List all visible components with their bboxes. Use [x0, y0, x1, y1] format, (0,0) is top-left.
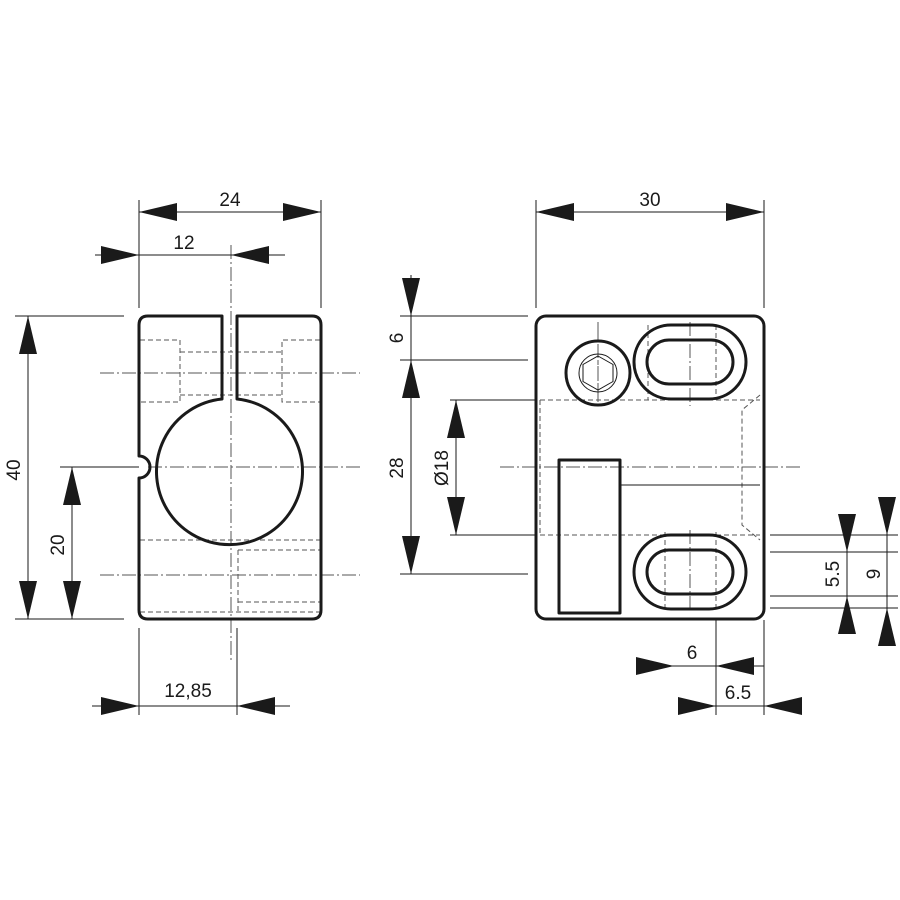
- hex-socket-screw-icon: [564, 339, 632, 407]
- dim-front-half-width: 12: [173, 233, 194, 254]
- front-dimension-lines: [27, 211, 321, 707]
- lower-slot: [632, 533, 748, 611]
- dim-side-slot-offset: 9: [864, 569, 885, 580]
- dim-side-top-offset: 6: [387, 333, 408, 344]
- side-arrowheads: [402, 203, 896, 715]
- dim-front-width: 24: [219, 190, 241, 211]
- side-center-lines: [500, 322, 800, 612]
- dim-side-slot-width: 5.5: [823, 561, 844, 587]
- side-body-outline: [534, 314, 766, 621]
- dim-side-bore-diameter: Ø18: [432, 450, 453, 486]
- side-extension-lines: [400, 200, 898, 715]
- upper-slot: [632, 323, 748, 401]
- front-center-lines: [100, 245, 362, 660]
- dim-side-width: 30: [639, 190, 660, 211]
- dim-front-height: 40: [4, 459, 25, 480]
- side-dimension-lines: [410, 211, 888, 707]
- dim-front-offset: 12,85: [164, 681, 212, 702]
- dim-side-slot-x2: 6.5: [725, 683, 751, 704]
- side-view: 30 6 28 Ø18 5.5 9 6 6.5: [387, 190, 898, 715]
- clamp-block: [557, 458, 622, 615]
- front-view: 24 12 40 20 12,85: [4, 190, 362, 715]
- dim-front-center-height: 20: [48, 534, 69, 555]
- dim-side-hole-spacing: 28: [387, 457, 408, 478]
- front-arrowheads: [19, 203, 321, 715]
- front-extension-lines: [15, 200, 322, 715]
- front-body-outline: [137, 314, 323, 621]
- dim-side-slot-x: 6: [687, 643, 698, 664]
- front-hidden-lines: [140, 339, 320, 613]
